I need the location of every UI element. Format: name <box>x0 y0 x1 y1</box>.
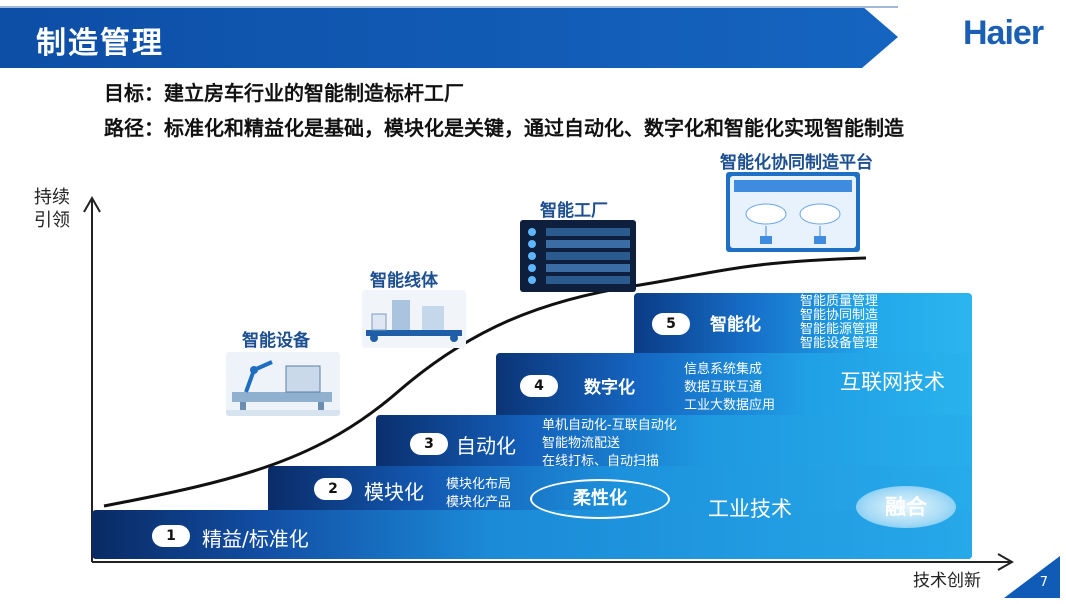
step-2-name: 模块化 <box>364 480 424 504</box>
internet-tech-label: 互联网技术 <box>840 370 945 394</box>
goal-text: 目标：建立房车行业的智能制造标杆工厂 <box>104 81 464 105</box>
page-number: 7 <box>1039 575 1048 590</box>
step-3-item: 在线打标、自动扫描 <box>542 454 660 469</box>
step-4-number: 4 <box>520 375 558 397</box>
step-4-item: 数据互联互通 <box>684 380 763 395</box>
flexible-label: 柔性化 <box>530 479 670 519</box>
step-4-item: 信息系统集成 <box>684 362 763 377</box>
collab-platform-image <box>726 172 860 252</box>
stage-label-smart-factory: 智能工厂 <box>540 201 608 221</box>
factory-layers-icon <box>528 228 630 284</box>
page-number-badge: 7 <box>1004 556 1060 598</box>
step-1-number: 1 <box>152 525 190 547</box>
step-3-item: 单机自动化-互联自动化 <box>542 418 677 433</box>
path-text: 路径：标准化和精益化是基础，模块化是关键，通过自动化、数字化和智能化实现智能制造 <box>104 116 904 140</box>
page-title: 制造管理 <box>36 26 164 61</box>
step-3-item: 智能物流配送 <box>542 436 621 451</box>
step-4-name: 数字化 <box>584 378 635 398</box>
step-2-item: 模块化产品 <box>446 495 512 510</box>
step-3-name: 自动化 <box>456 434 516 458</box>
smart-line-image <box>362 290 466 348</box>
robot-arm-icon <box>226 360 340 416</box>
network-platform-icon <box>730 176 856 248</box>
step-1-block <box>92 510 972 559</box>
smart-factory-image <box>520 220 636 292</box>
step-5-item: 智能协同制造 <box>800 308 879 323</box>
y-axis-label-text: 持续 引领 <box>34 187 70 231</box>
step-3-number: 3 <box>410 433 448 455</box>
x-axis-label: 技术创新 <box>913 571 981 591</box>
step-2-item: 模块化布局 <box>446 477 512 492</box>
title-banner: 制造管理 <box>0 6 898 68</box>
production-line-icon <box>366 300 462 342</box>
step-5-item: 智能设备管理 <box>800 336 879 351</box>
fusion-label: 融合 <box>856 486 956 528</box>
y-axis-label: 持续 引领 <box>26 186 78 232</box>
step-2-number: 2 <box>314 478 352 500</box>
stage-label-smart-line: 智能线体 <box>370 271 438 291</box>
haier-logo: Haier <box>963 14 1044 52</box>
step-5-item: 智能质量管理 <box>800 294 879 309</box>
stage-label-smart-equipment: 智能设备 <box>242 331 310 351</box>
step-1-name: 精益/标准化 <box>202 527 309 551</box>
smart-equipment-image <box>226 352 340 416</box>
step-4-item: 工业大数据应用 <box>684 398 776 413</box>
stage-label-collab-platform: 智能化协同制造平台 <box>720 153 873 173</box>
step-5-item: 智能能源管理 <box>800 322 879 337</box>
industrial-tech-label: 工业技术 <box>708 497 792 521</box>
step-5-number: 5 <box>652 313 690 335</box>
step-5-name: 智能化 <box>710 315 761 335</box>
